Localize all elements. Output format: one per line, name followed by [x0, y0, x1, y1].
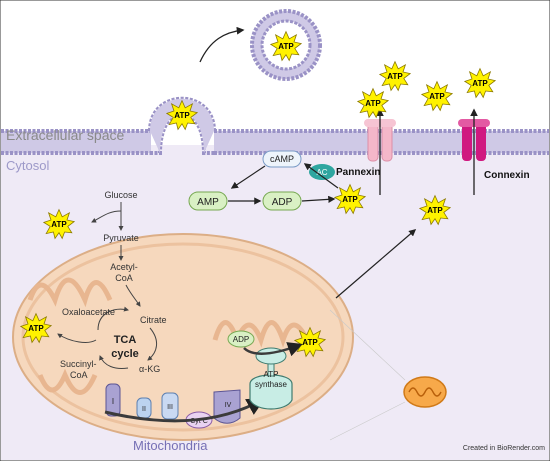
- adp-to-atp-arrow: [301, 195, 336, 203]
- svg-text:ATP: ATP: [427, 206, 443, 215]
- svg-text:ATP: ATP: [429, 92, 445, 101]
- connexin-label: Connexin: [484, 170, 530, 181]
- glucose-label: Glucose: [104, 190, 137, 200]
- atp-star-out-3: ATP: [421, 81, 453, 111]
- atp-synthase: ATP synthase: [249, 347, 293, 410]
- amp-node: AMP: [188, 191, 228, 211]
- tca-title: TCA: [114, 334, 137, 346]
- akg-label: α-KG: [139, 364, 160, 374]
- pyruvate-label: Pyruvate: [103, 233, 139, 243]
- ac-enzyme: AC: [309, 164, 335, 180]
- svg-text:ATP: ATP: [264, 370, 279, 379]
- camp-node: cAMP: [262, 150, 302, 168]
- svg-text:III: III: [167, 404, 173, 411]
- atp-star-cytosol-right: ATP: [334, 184, 366, 214]
- complex-ii: II: [136, 397, 152, 419]
- coa-label: CoA: [115, 273, 133, 283]
- atp-star-out-1: ATP: [357, 88, 389, 118]
- tca-cycle: [57, 306, 157, 369]
- oxaloacetate-label: Oxaloacetate: [62, 307, 115, 317]
- adp-mito-node: ADP: [227, 330, 255, 348]
- mito-export-arrow: [335, 229, 417, 299]
- svg-text:Cyt C: Cyt C: [190, 418, 208, 425]
- mitochondrion-icon: [403, 376, 447, 408]
- cytosol-label: Cytosol: [6, 158, 49, 173]
- tca-subtitle: cycle: [111, 348, 139, 360]
- svg-text:ATP: ATP: [387, 72, 403, 81]
- atp-star-cytosol-far: ATP: [419, 195, 451, 225]
- atp-star-left-tca: ATP: [20, 313, 52, 343]
- exocytosis-arrow: [199, 26, 245, 63]
- mitochondria-label: Mitochondria: [133, 438, 208, 453]
- svg-text:AMP: AMP: [197, 197, 219, 208]
- svg-text:ATP: ATP: [342, 195, 358, 204]
- biorender-credit: Created in BioRender.com: [463, 445, 545, 452]
- svg-text:I: I: [112, 397, 114, 406]
- adp-to-atp-synthase-arrow: [243, 342, 303, 357]
- citrate-label: Citrate: [140, 315, 167, 325]
- atp-star-out-2: ATP: [379, 61, 411, 91]
- atp-to-camp-arrow: [303, 163, 339, 189]
- glycolysis-atp-arrow: [91, 210, 122, 223]
- svg-text:AC: AC: [316, 168, 327, 177]
- svg-text:ADP: ADP: [272, 197, 293, 208]
- pannexin-channel: [364, 119, 396, 162]
- acetyl-to-citrate-arrow: [125, 284, 141, 307]
- extracellular-label: Extracellular space: [6, 127, 124, 143]
- svg-text:ADP: ADP: [233, 335, 249, 344]
- zoom-line-top: [329, 309, 406, 381]
- atp-star-out-4: ATP: [464, 68, 496, 98]
- svg-text:II: II: [142, 406, 146, 413]
- svg-text:IV: IV: [225, 402, 232, 409]
- electron-flow-arrow: [104, 398, 266, 423]
- succinyl-label: Succinyl-: [60, 359, 97, 369]
- svg-text:cAMP: cAMP: [270, 154, 294, 164]
- acetyl-label: Acetyl-: [110, 262, 138, 272]
- svg-text:ATP: ATP: [365, 99, 381, 108]
- complex-iv: IV: [213, 389, 241, 424]
- connexin-channel: [458, 119, 490, 161]
- atp-star-left-top: ATP: [43, 209, 75, 239]
- svg-text:ATP: ATP: [472, 79, 488, 88]
- atp-star-vesicle: ATP: [270, 31, 302, 61]
- adp-node: ADP: [262, 191, 302, 211]
- complex-i: I: [105, 383, 121, 417]
- complex-iii: III: [161, 392, 179, 420]
- zoom-line-bottom: [329, 401, 406, 441]
- pannexin-label: Pannexin: [336, 167, 380, 178]
- svg-text:ATP: ATP: [51, 220, 67, 229]
- svg-text:ATP: ATP: [278, 42, 294, 51]
- camp-to-amp-arrow: [230, 165, 266, 189]
- svg-text:synthase: synthase: [255, 380, 288, 389]
- svg-text:ATP: ATP: [302, 338, 318, 347]
- svg-text:ATP: ATP: [28, 324, 44, 333]
- atp-star-bud: ATP: [166, 100, 198, 130]
- svg-text:ATP: ATP: [174, 111, 190, 120]
- succinyl-coa-label: CoA: [70, 370, 88, 380]
- atp-star-synthase: ATP: [294, 327, 326, 357]
